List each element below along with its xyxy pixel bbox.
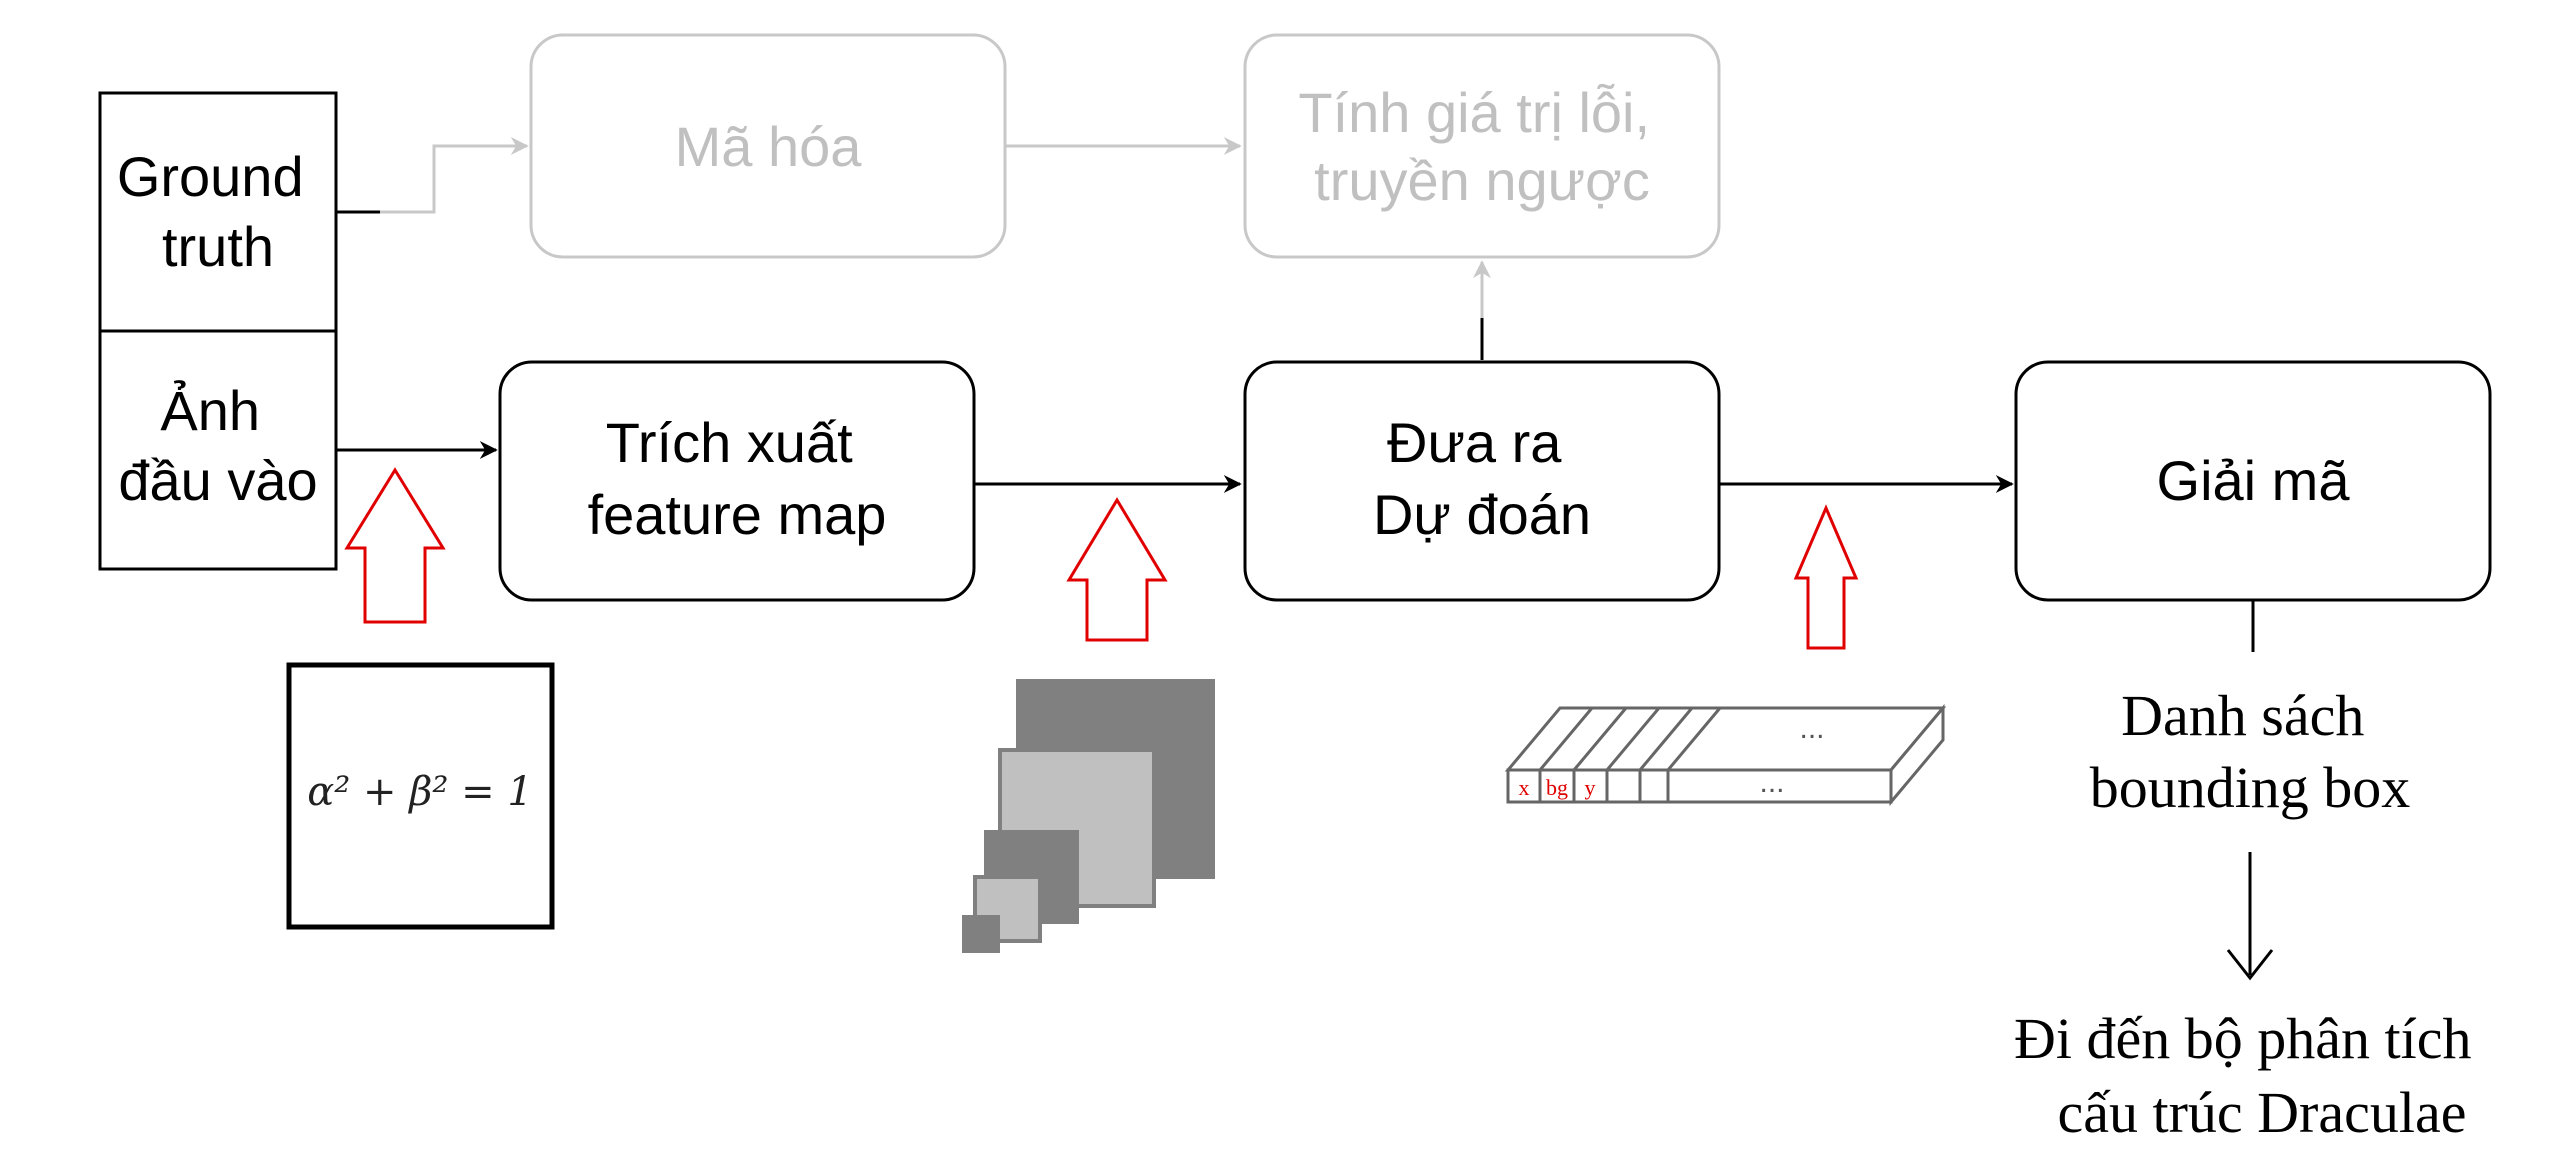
red-up-arrow-input: [344, 467, 446, 624]
vector-cell-bg: bg: [1546, 775, 1568, 800]
input-image-label: Ảnh đầu vào: [118, 379, 317, 512]
next-step-label: Đi đến bộ phân tích cấu trúc Draculae: [2014, 1006, 2486, 1145]
predict-box: [1243, 360, 1721, 602]
extract-box: [498, 360, 976, 602]
vector-slice-line: [1666, 707, 1722, 771]
handwritten-equation: α² + β² = 1: [307, 769, 533, 815]
input-image-box: [98, 329, 338, 571]
arrow-to-next-step: [2226, 852, 2274, 981]
vector-ellipsis-top: ...: [1799, 712, 1824, 745]
feature-map-pyramid: [962, 679, 1215, 953]
vector-slice-line: [1538, 707, 1594, 771]
feature-map-level-5: [962, 915, 1000, 953]
vector-ellipsis-front: ...: [1759, 766, 1784, 799]
decode-label: Giải mã: [2157, 449, 2351, 512]
sample-input-image: [286, 662, 555, 930]
vector-top-face: [1504, 706, 1947, 772]
vector-slice-line: [1605, 707, 1661, 771]
vector-front-face: [1506, 768, 1893, 804]
loss-label: Tính giá trị lỗi, truyền ngược: [1298, 81, 1665, 212]
loss-box: [1243, 33, 1721, 259]
vector-slice-line: [1638, 707, 1694, 771]
red-up-arrow-prediction: [1793, 504, 1859, 650]
vector-cell-y: y: [1585, 775, 1596, 800]
predict-label: Đưa ra Dự đoán: [1373, 411, 1591, 546]
arrow-ground-truth-to-encode-faded: [380, 137, 529, 214]
encode-label: Mã hóa: [675, 115, 863, 178]
prediction-vector: [1504, 703, 1947, 807]
bbox-list-label: Danh sách bounding box: [2090, 683, 2411, 820]
vector-cell-x: x: [1519, 775, 1530, 800]
extract-label: Trích xuất feature map: [588, 411, 887, 546]
ground-truth-box: [98, 91, 338, 333]
vector-slice-line: [1572, 707, 1628, 771]
red-up-arrow-featuremap: [1066, 497, 1168, 642]
ground-truth-label: Ground truth: [117, 145, 319, 278]
